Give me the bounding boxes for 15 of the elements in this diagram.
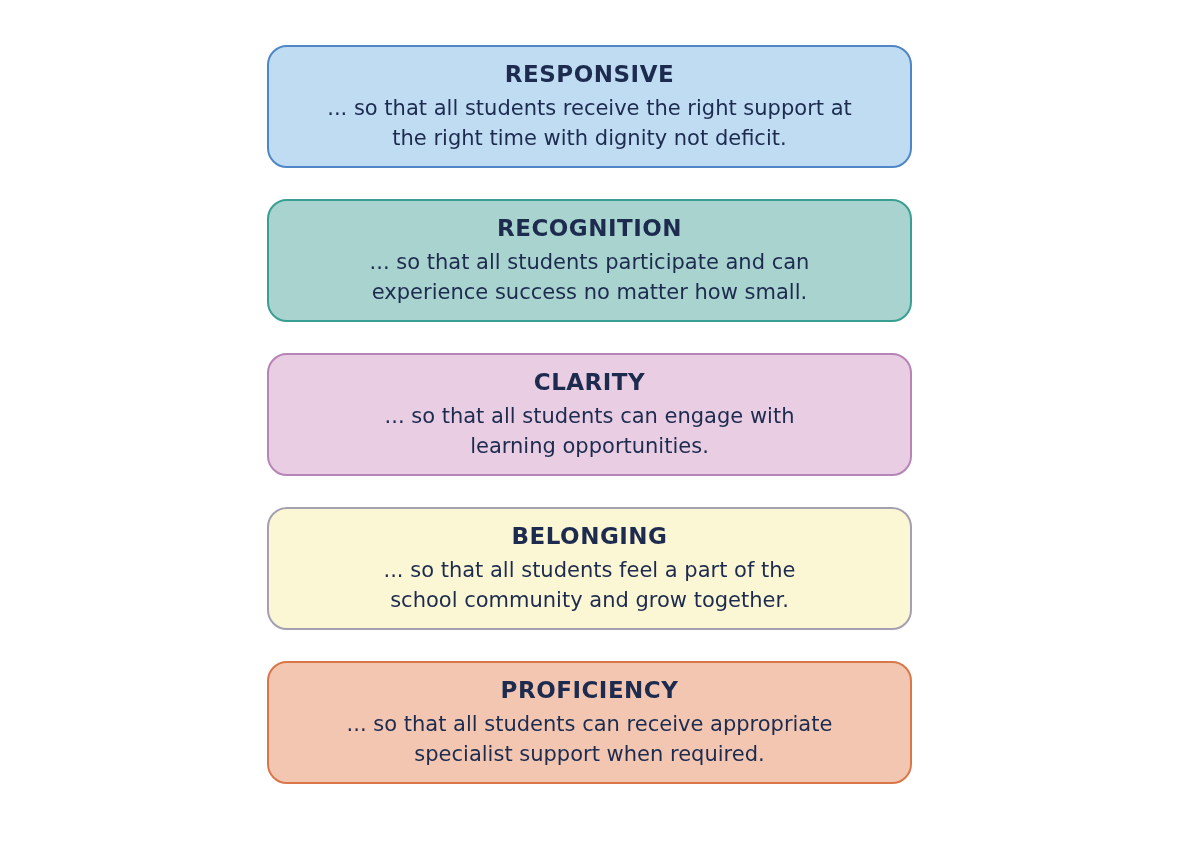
card-heading: CLARITY bbox=[533, 368, 646, 395]
card-heading: BELONGING bbox=[511, 522, 668, 549]
card-description: ... so that all students participate and can experience success no matter how small. bbox=[368, 248, 811, 306]
card bbox=[267, 507, 912, 630]
card-description: ... so that all students can engage with learning opportunities. bbox=[383, 402, 796, 460]
card-description: ... so that all students can receive appropriate specialist support when required. bbox=[345, 710, 834, 768]
card-heading: RECOGNITION bbox=[496, 214, 683, 241]
card-heading: PROFICIENCY bbox=[500, 676, 679, 703]
card bbox=[267, 353, 912, 476]
card bbox=[267, 45, 912, 168]
card bbox=[267, 661, 912, 784]
card-description: ... so that all students receive the right support at the right time with dignity not deficit. bbox=[326, 94, 853, 152]
card-description: ... so that all students feel a part of the school community and grow together. bbox=[382, 556, 797, 614]
card-heading: RESPONSIVE bbox=[504, 60, 675, 87]
card bbox=[267, 199, 912, 322]
